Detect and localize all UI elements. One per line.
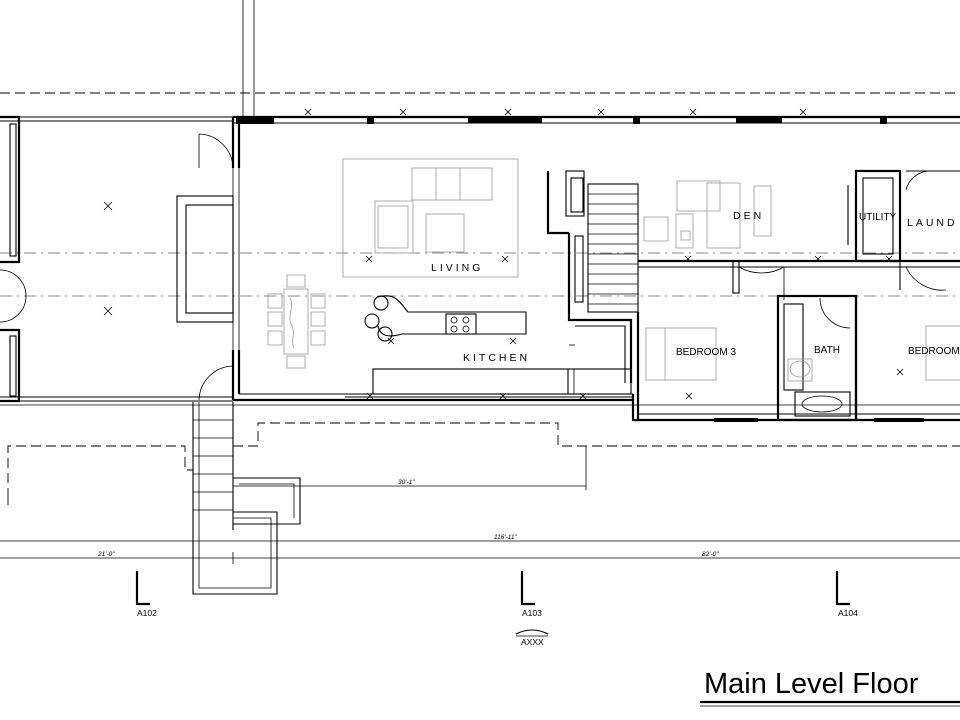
dimension-116ft: 116'-11"	[494, 534, 518, 541]
room-label-bedroom: BEDROOM	[908, 346, 960, 357]
kitchen-layout: KITCHEN	[364, 295, 632, 395]
section-marker-axxx: AXXX	[521, 637, 544, 647]
main-house-walls	[198, 115, 960, 422]
entry-stair	[192, 402, 301, 595]
foundation-outline	[7, 422, 960, 505]
reference-lines	[0, 0, 960, 297]
den-furniture: DEN	[643, 180, 772, 249]
dimension-21ft: 21'-0"	[97, 551, 115, 558]
plan-title-block: Main Level Floor	[700, 668, 960, 707]
room-label-living: LIVING	[431, 262, 483, 274]
left-wing	[0, 115, 960, 406]
stair-core	[546, 170, 639, 383]
room-label-den: DEN	[733, 210, 764, 222]
stair-treads	[588, 193, 638, 305]
room-label-bedroom-3: BEDROOM 3	[676, 347, 736, 358]
dimension-82ft: 82'-0"	[702, 551, 719, 558]
section-marker-a104: A104	[838, 608, 858, 618]
living-furniture: LIVING	[267, 158, 519, 369]
room-label-bath: BATH	[814, 345, 840, 356]
ceiling-light-markers	[103, 201, 113, 316]
ceiling-markers	[304, 108, 904, 400]
section-marker-a103: A103	[522, 608, 542, 618]
section-marker-a102: A102	[137, 608, 157, 618]
room-label-laundry: LAUND	[907, 217, 958, 229]
room-label-kitchen: KITCHEN	[463, 352, 530, 364]
plan-title: Main Level Floor	[704, 668, 919, 700]
room-label-utility: UTILITY	[859, 212, 897, 223]
interior-walls-right: BEDROOM 3 BATH BEDROOM UTILITY LAUND	[636, 169, 960, 422]
entry-stair-treads	[193, 419, 233, 511]
section-markers: A102 A103 A104 AXXX	[135, 571, 858, 647]
dimension-lines: 30'-1" 116'-11" 21'-0" 82'-0"	[0, 446, 960, 564]
dimension-30ft: 30'-1"	[398, 479, 415, 486]
